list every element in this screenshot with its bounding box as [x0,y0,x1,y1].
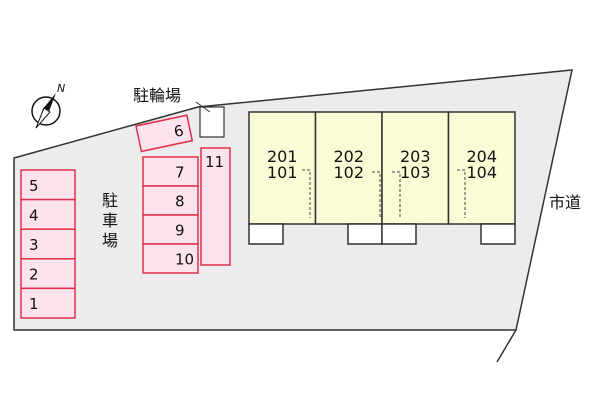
parking-space-4: 4 [20,198,76,230]
unit-number-upper: 201 [267,147,298,166]
road-boundary-line [496,329,517,363]
parking-space-number: 6 [172,121,185,141]
bicycle-shed [199,106,225,138]
unit-partition-line [372,171,381,218]
parking-space-number: 4 [29,206,39,224]
unit-partition-line [392,171,401,218]
parking-space-1: 1 [20,287,76,319]
unit-number-lower: 101 [267,163,298,182]
parking-lot-label: 駐車場 [99,192,118,252]
parking-space-8: 8 [142,185,199,216]
unit-number-upper: 203 [400,147,431,166]
unit-porch [381,223,417,245]
parking-space-number: 5 [29,177,39,195]
parking-column-left: 5 4 3 2 1 [20,169,76,319]
unit-number-lower: 103 [400,163,431,182]
parking-space-number: 9 [175,222,185,240]
unit-number-lower: 104 [466,163,497,182]
unit-porch [248,223,284,245]
parking-space-6: 6 [135,114,194,153]
north-label: N [57,82,65,95]
parking-space-number: 8 [175,193,185,211]
parking-space-9: 9 [142,214,199,245]
parking-space-number: 11 [205,153,224,171]
parking-space-11: 11 [200,147,231,266]
parking-column-middle: 7 8 9 10 [142,156,199,274]
parking-space-number: 2 [29,266,39,284]
parking-space-number: 10 [175,251,194,269]
parking-space-10: 10 [142,243,199,274]
parking-space-number: 7 [175,164,185,182]
parking-space-2: 2 [20,258,76,290]
bicycle-shed-pointer [195,101,211,113]
city-road-label: 市道 [549,193,581,212]
unit-partition-line [302,169,311,218]
unit-number-lower: 102 [333,163,364,182]
parking-space-3: 3 [20,228,76,260]
unit-porch [347,223,383,245]
bicycle-parking-label: 駐輪場 [133,86,181,105]
parking-space-number: 3 [29,236,39,254]
parking-space-5: 5 [20,169,76,201]
parking-space-number: 1 [29,295,39,313]
unit-number-upper: 202 [333,147,364,166]
north-arrow-icon [31,93,61,129]
unit-partition-line [457,169,466,218]
parking-space-7: 7 [142,156,199,187]
unit-porch [480,223,516,245]
unit-number-upper: 204 [466,147,497,166]
